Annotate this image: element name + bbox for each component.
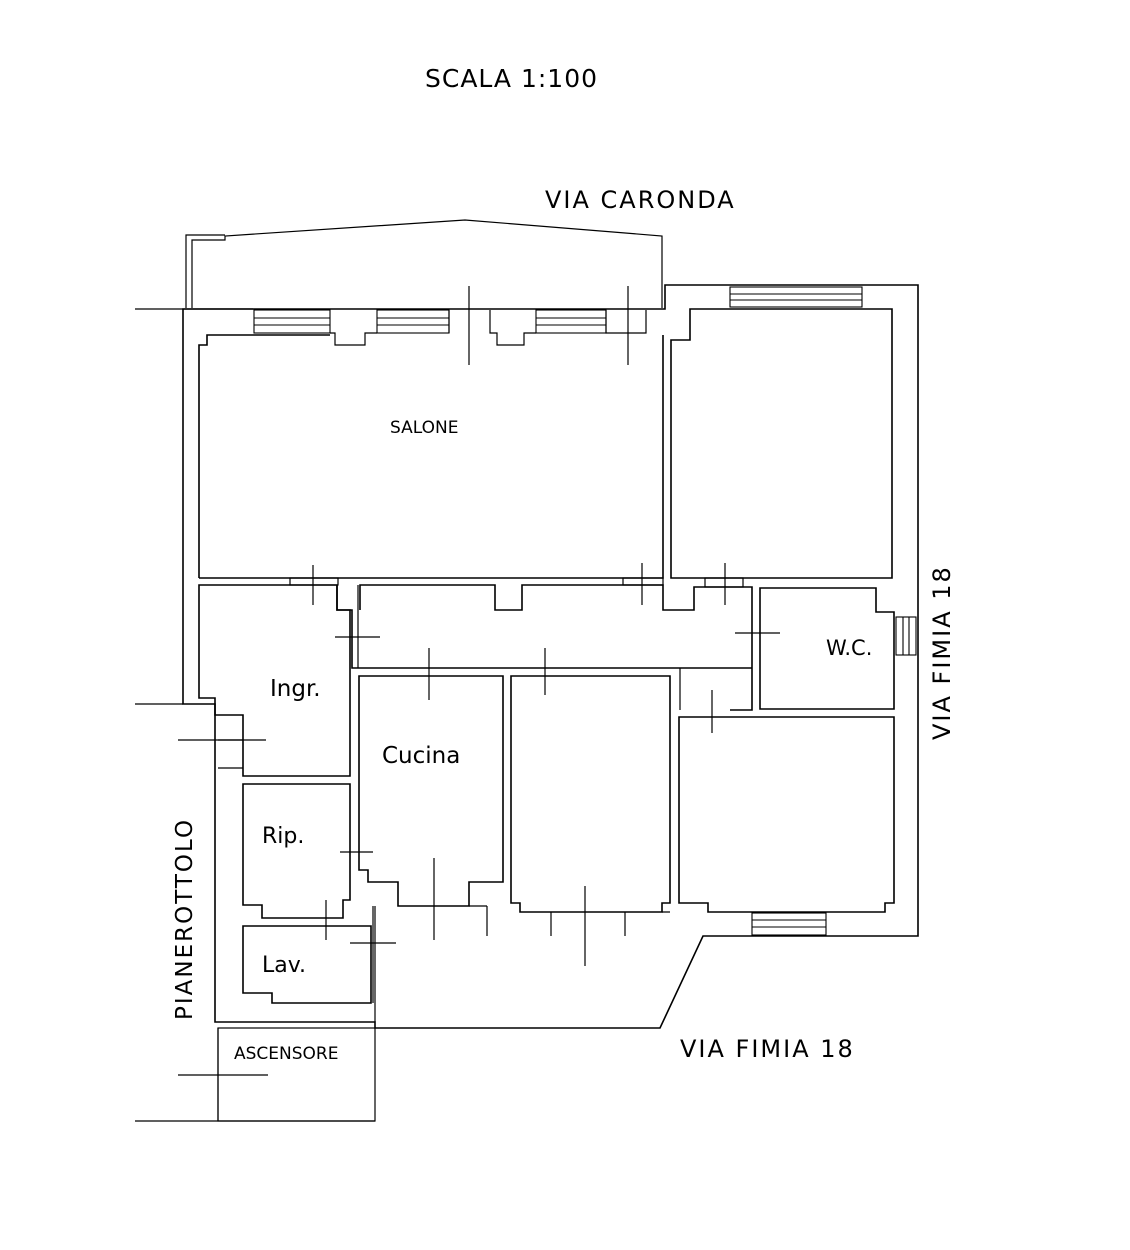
label-ingresso: Ingr. (270, 676, 321, 702)
north-windows (253, 286, 863, 334)
label-wc: W.C. (826, 636, 872, 660)
balcony-outer-line (185, 234, 225, 308)
scale-label: SCALA 1:100 (425, 64, 598, 93)
corridor-lower (357, 585, 681, 710)
label-lavanderia: Lav. (262, 953, 306, 978)
window-se (751, 912, 827, 936)
south-inner-wall (374, 905, 670, 1022)
balcony-outline (191, 219, 663, 308)
room-cucina (358, 675, 504, 907)
street-label-east: VIA FIMIA 18 (928, 565, 956, 740)
room-ripostiglio (242, 783, 351, 919)
window-wc (895, 616, 917, 656)
room-bedroom-sm (510, 675, 671, 913)
landing-label: PIANEROTTOLO (172, 818, 198, 1020)
door-bedroom-ne (704, 577, 744, 588)
street-label-south: VIA FIMIA 18 (680, 1035, 855, 1063)
door-salone-1 (289, 577, 339, 586)
label-cucina: Cucina (382, 743, 460, 769)
room-lavanderia (242, 925, 372, 1004)
label-salone: SALONE (390, 418, 458, 438)
room-wc (759, 587, 895, 710)
room-salone (198, 334, 664, 579)
room-ingresso (198, 584, 351, 777)
north-pillars (330, 310, 647, 346)
bedroom-sm-window (486, 906, 626, 936)
door-salone-2 (622, 577, 664, 586)
elevator-label: ASCENSORE (234, 1044, 338, 1064)
label-ripostiglio: Rip. (262, 824, 304, 849)
room-bedroom-se (678, 716, 895, 913)
street-label-north: VIA CARONDA (545, 186, 736, 214)
room-bedroom-ne (670, 308, 893, 579)
